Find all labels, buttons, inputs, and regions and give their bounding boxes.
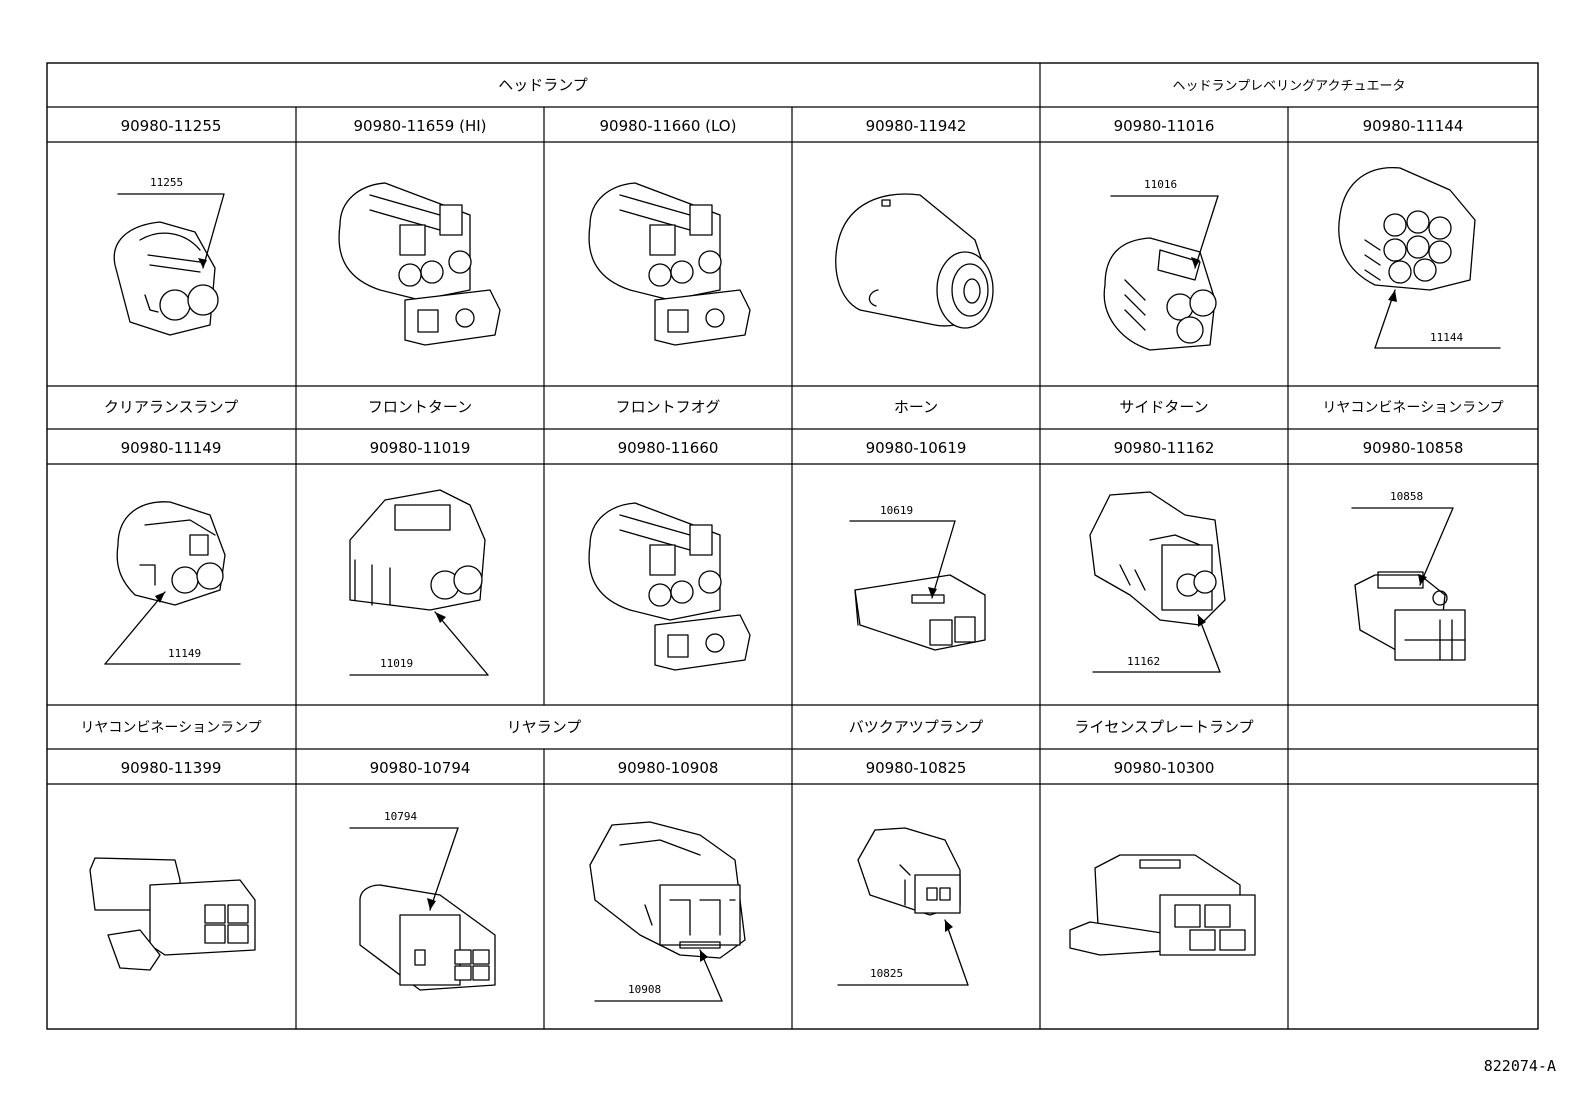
part-number-r3c3: 90980-10908 xyxy=(618,759,719,777)
connector-drawing-11399 xyxy=(89,857,256,971)
header-headlamp: ヘッドランプ xyxy=(498,76,588,94)
name-r2c4: ホーン xyxy=(894,398,938,416)
connector-drawing-10794: 10794 xyxy=(349,810,496,991)
name-r3c1: リヤコンビネーションランプ xyxy=(80,720,261,736)
name-r2c5: サイドターン xyxy=(1119,398,1208,416)
connector-drawing-11659 xyxy=(338,182,501,346)
part-number-r3c1: 90980-11399 xyxy=(121,759,222,777)
connector-drawing-10908: 10908 xyxy=(589,821,746,1002)
name-r3-rear-lamp: リヤランプ xyxy=(507,718,582,736)
connector-drawing-11144: 11144 xyxy=(1338,166,1501,349)
callout-11019: 11019 xyxy=(380,657,413,670)
callout-11255: 11255 xyxy=(150,176,183,189)
part-number-r2c6: 90980-10858 xyxy=(1363,439,1464,457)
grid-lines xyxy=(47,63,1538,1029)
part-number-r2c1: 90980-11149 xyxy=(121,439,222,457)
part-number-r3c5: 90980-10300 xyxy=(1114,759,1215,777)
part-number-r1c2: 90980-11659 (HI) xyxy=(353,117,486,135)
header-leveling-actuator: ヘッドランプレベリングアクチュエータ xyxy=(1173,79,1406,94)
callout-10825: 10825 xyxy=(870,967,903,980)
part-number-r3c2: 90980-10794 xyxy=(370,759,471,777)
name-r2c1: クリアランスランプ xyxy=(104,398,238,416)
callout-11016: 11016 xyxy=(1144,178,1177,191)
part-number-r1c5: 90980-11016 xyxy=(1114,117,1215,135)
callout-10794: 10794 xyxy=(384,810,417,823)
callout-10858: 10858 xyxy=(1390,490,1423,503)
name-r2c2: フロントターン xyxy=(368,398,472,416)
callout-10619: 10619 xyxy=(880,504,913,517)
connector-drawing-11149: 11149 xyxy=(104,501,241,665)
part-number-r1c1: 90980-11255 xyxy=(121,117,222,135)
connector-drawing-11942 xyxy=(835,193,994,329)
callout-10908: 10908 xyxy=(628,983,661,996)
part-number-r2c2: 90980-11019 xyxy=(370,439,471,457)
connector-drawing-10858: 10858 xyxy=(1351,490,1466,661)
name-r3c5: ライセンスプレートランプ xyxy=(1074,718,1253,736)
part-number-r1c6: 90980-11144 xyxy=(1363,117,1464,135)
part-number-r1c3: 90980-11660 (LO) xyxy=(600,117,737,135)
part-number-r3c4: 90980-10825 xyxy=(866,759,967,777)
name-r2c3: フロントフオグ xyxy=(616,398,721,416)
part-number-r1c4: 90980-11942 xyxy=(866,117,967,135)
connector-drawing-11016: 11016 xyxy=(1103,178,1219,351)
part-number-r2c5: 90980-11162 xyxy=(1114,439,1215,457)
callout-11162: 11162 xyxy=(1127,655,1160,668)
callout-11144: 11144 xyxy=(1430,331,1463,344)
connector-drawing-11019: 11019 xyxy=(349,489,489,676)
connector-drawing-11162: 11162 xyxy=(1089,491,1226,673)
connector-drawing-11255: 11255 xyxy=(113,176,225,336)
name-r3c4: バツクアツプランプ xyxy=(849,718,984,736)
callout-11149: 11149 xyxy=(168,647,201,660)
connector-drawing-11660 xyxy=(588,502,751,671)
connector-drawing-11660-lo xyxy=(588,182,751,346)
connector-drawing-10300 xyxy=(1069,854,1256,956)
part-number-r2c3: 90980-11660 xyxy=(618,439,719,457)
connector-drawing-10619: 10619 xyxy=(849,504,986,651)
name-r2c6: リヤコンビネーションランプ xyxy=(1322,400,1503,416)
figure-code: 822074-A xyxy=(1483,1057,1556,1075)
part-number-r2c4: 90980-10619 xyxy=(866,439,967,457)
connector-drawing-10825: 10825 xyxy=(837,827,969,986)
